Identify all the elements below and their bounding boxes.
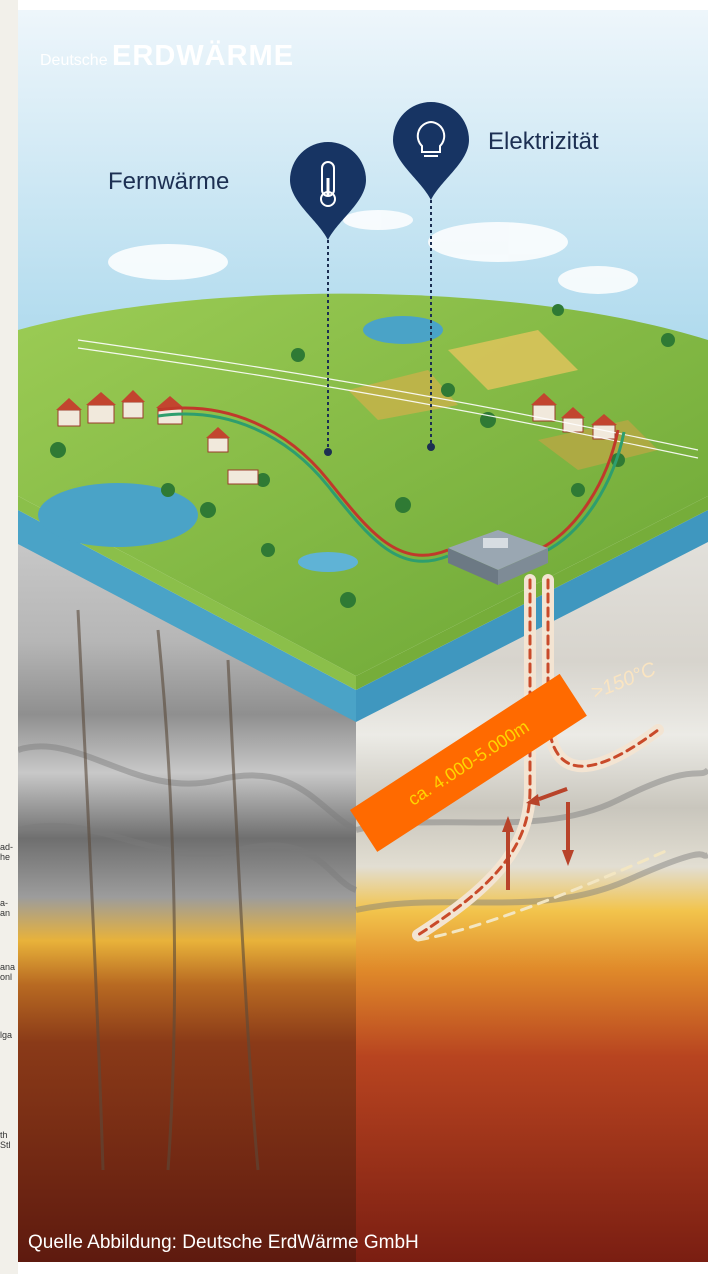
map-fragment: ana (0, 962, 16, 972)
map-fragment: a- (0, 898, 9, 908)
label-fernwaerme: Fernwärme (108, 168, 230, 195)
geothermal-illustration: Deutsche ERDWÄRME Fernwärme Elektrizität… (18, 10, 708, 1262)
map-edge-strip: ad- he a- an ana onl lga th Stl (0, 0, 18, 1274)
image-source-caption: Quelle Abbildung: Deutsche ErdWärme GmbH (28, 1232, 419, 1253)
brand-name: ERDWÄRME (112, 40, 295, 72)
thermometer-icon (290, 142, 366, 240)
map-fragment: lga (0, 1030, 13, 1040)
label-elektrizitaet: Elektrizität (488, 128, 599, 155)
brand-logo: Deutsche ERDWÄRME (40, 40, 294, 73)
map-fragment: Stl (0, 1140, 11, 1150)
map-fragment: th (0, 1130, 8, 1140)
map-fragment: ad- (0, 842, 14, 852)
lightbulb-icon (393, 102, 469, 200)
brand-prefix: Deutsche (40, 52, 108, 69)
map-fragment: onl (0, 972, 13, 982)
map-fragment: he (0, 852, 11, 862)
geothermal-diagram (18, 10, 708, 1262)
map-fragment: an (0, 908, 11, 918)
